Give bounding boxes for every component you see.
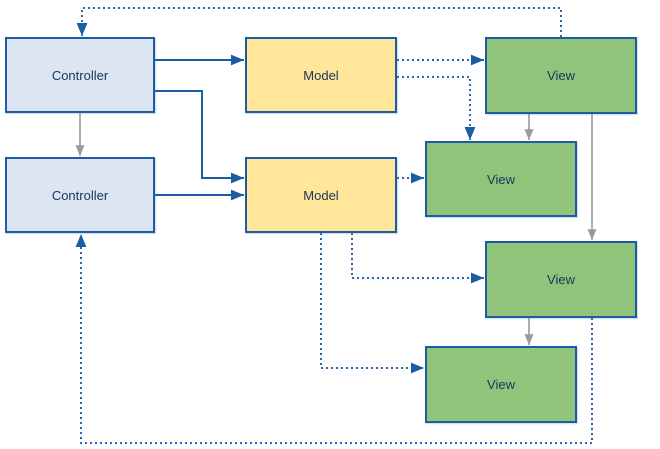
edge-model1-view2 (397, 76, 476, 140)
node-model-1: Model (245, 37, 397, 113)
edge-view3-controller2 (75, 234, 593, 444)
node-view-2: View (425, 141, 577, 217)
node-label: View (547, 68, 575, 83)
node-label: Controller (51, 67, 109, 83)
node-controller-1: Controller (5, 37, 155, 113)
node-label: View (487, 171, 515, 187)
node-view-4: View (425, 346, 577, 423)
node-view-3: View (485, 241, 637, 318)
node-controller-2: Controller (5, 157, 155, 233)
node-label: View (487, 377, 515, 392)
edge-model2-view4 (320, 233, 424, 374)
edge-model2-view3 (351, 233, 484, 284)
node-label: Controller (51, 187, 109, 203)
node-label: Model (303, 187, 339, 203)
node-label: View (547, 272, 575, 287)
edge-controller1-model2 (155, 90, 244, 184)
node-label: Model (303, 67, 339, 83)
edge-view1-controller1 (76, 7, 562, 37)
node-view-1: View (485, 37, 637, 114)
node-model-2: Model (245, 157, 397, 233)
